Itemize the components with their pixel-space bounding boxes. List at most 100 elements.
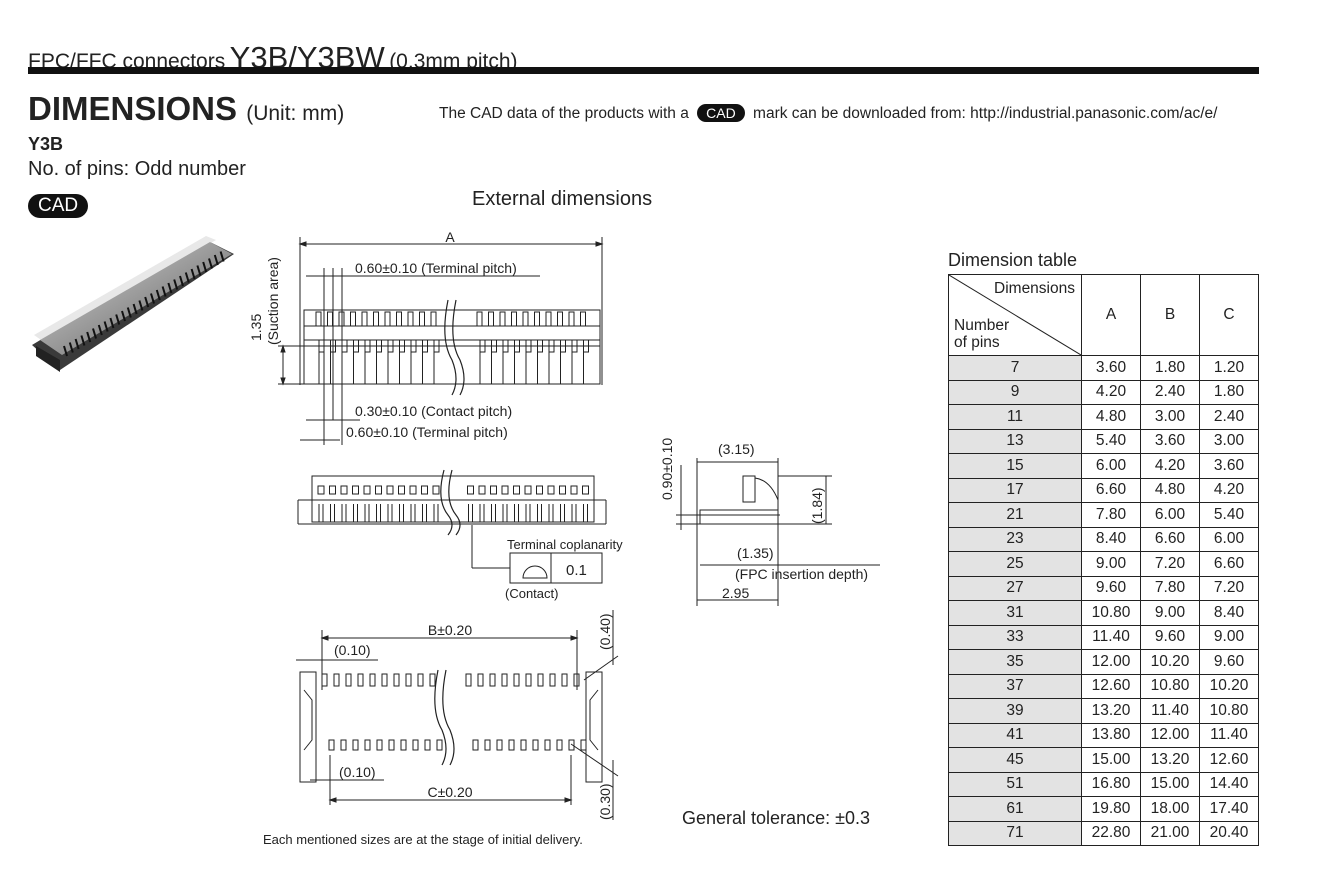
top-contact [514,339,520,353]
top-terminal [557,311,563,327]
corner-diagonal [949,275,1081,355]
cad-badge: CAD [697,104,745,122]
top-contact [353,339,359,353]
footprint-pad-bottom [400,739,407,751]
front-terminal [524,485,532,495]
front-terminal [340,485,348,495]
footprint-pad-top [417,673,424,687]
front-terminal [467,485,474,495]
cell-c: 10.20 [1199,673,1259,699]
dimension-table-title: Dimension table [948,250,1078,270]
front-terminal [375,485,382,495]
footprint-pad-bottom [496,739,503,751]
dimensions-heading: DIMENSIONS [28,90,238,127]
header-rule [28,67,1259,74]
top-terminal [419,311,425,327]
cell-a: 15.00 [1081,747,1141,773]
b-offset-label: (0.10) [334,642,371,658]
photo-pin [86,331,92,343]
cad-mark[interactable]: CAD [28,194,89,218]
footprint-pad-top [369,673,376,687]
cell-pins: 61 [948,796,1082,822]
cell-a: 8.40 [1081,526,1141,552]
top-terminal [580,311,586,327]
photo-pin [132,303,138,315]
footprint-pad-top [513,673,520,687]
cell-pins: 37 [948,673,1082,699]
cell-pins: 71 [948,820,1082,846]
cell-c: 9.00 [1199,624,1259,650]
cell-c: 10.80 [1199,698,1259,724]
top-terminal [522,311,529,327]
col-header-a: A [1081,274,1141,356]
cad-note-text-1: The CAD data of the products with a [439,105,689,122]
footprint-pad-bottom [532,739,539,751]
photo-pin [173,279,179,290]
side-width-label: (3.15) [718,441,755,457]
footprint-pad-bottom [520,739,527,751]
cell-c: 17.40 [1199,796,1259,822]
cell-c: 8.40 [1199,600,1259,626]
photo-pin [103,321,109,332]
cell-c: 6.00 [1199,526,1259,552]
top-terminal [476,311,483,327]
cell-c: 11.40 [1199,722,1259,748]
cell-c: 14.40 [1199,771,1259,797]
section-title: DIMENSIONS (Unit: mm) [28,90,344,128]
top-terminal [568,311,575,327]
front-view-terminals [317,485,589,522]
cell-a: 7.80 [1081,502,1141,528]
cell-b: 9.00 [1140,600,1200,626]
cell-b: 13.20 [1140,747,1200,773]
top-terminal [315,311,322,327]
cad-note-text-2[interactable]: mark can be downloaded from: http://indu… [753,105,1218,122]
top-terminal [545,311,552,327]
cell-c: 9.60 [1199,649,1259,675]
top-terminal [488,311,494,327]
photo-pin [150,293,155,304]
photo-pin [167,282,173,294]
top-terminal [350,311,356,327]
table-header-row: Dimensions Number of pins A B C [948,274,1259,356]
photo-pin [126,307,132,318]
front-terminal [559,485,566,495]
cell-pins: 21 [948,502,1082,528]
cell-pins: 31 [948,600,1082,626]
terminal-coplanarity-label: Terminal coplanarity [507,537,623,552]
front-terminal [398,485,405,495]
footprint-pad-bottom [544,739,551,751]
cell-pins: 13 [948,428,1082,454]
dim-c-label: C±0.20 [427,784,472,800]
cell-b: 6.60 [1140,526,1200,552]
cell-pins: 39 [948,698,1082,724]
top-contact [583,339,589,353]
front-terminal [432,485,440,495]
footprint-pad-top [573,673,580,687]
front-terminal [513,485,520,495]
cell-pins: 15 [948,453,1082,479]
cell-a: 4.80 [1081,404,1141,430]
front-terminal [501,485,509,495]
footprint-pad-bottom [472,739,479,751]
corner-header-cell: Dimensions Number of pins [948,274,1082,356]
bottom-pad-label: (0.30) [597,783,613,820]
cell-c: 3.00 [1199,428,1259,454]
cell-pins: 25 [948,551,1082,577]
top-contact [341,339,348,353]
insertion-depth-label: (FPC insertion depth) [735,566,868,582]
cell-b: 3.60 [1140,428,1200,454]
footprint-pad-bottom [436,739,443,751]
photo-pin [97,324,103,336]
photo-pin [63,345,68,357]
general-tolerance: General tolerance: ±0.3 [682,808,870,828]
footprint-pad-bottom [424,739,431,751]
cell-b: 4.20 [1140,453,1200,479]
top-contact [491,339,497,353]
cell-a: 16.80 [1081,771,1141,797]
